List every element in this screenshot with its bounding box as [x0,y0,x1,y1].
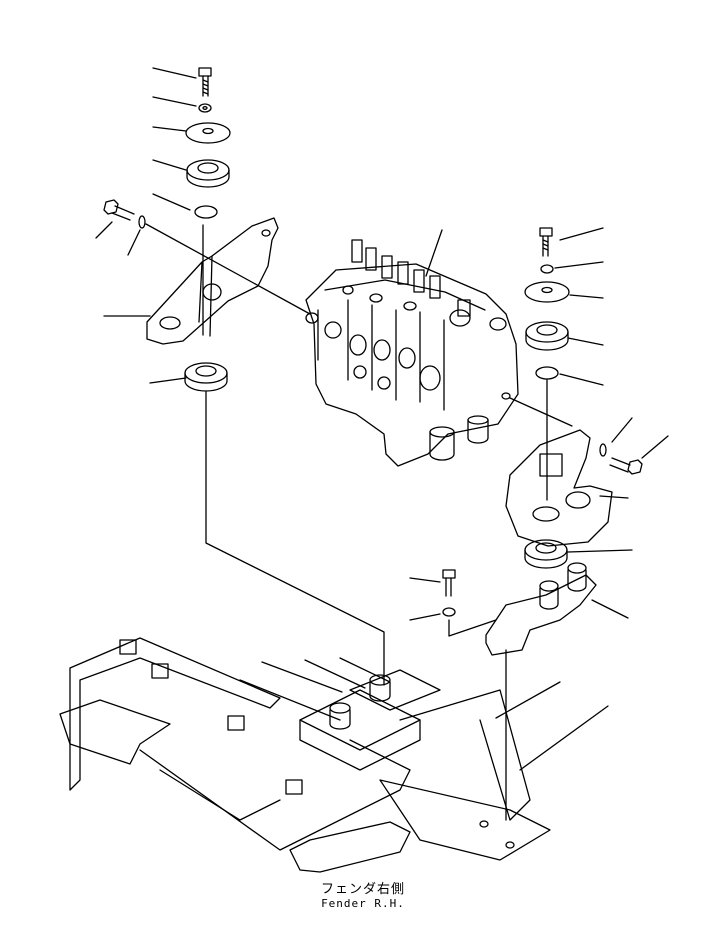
left-cushion-lower [149,362,385,686]
right-lock-washer [540,261,604,274]
right-bolt [539,227,604,257]
bracket-right [505,417,669,547]
right-plate [535,366,604,501]
caption-japanese: フェンダ右側 [320,882,405,897]
right-cushion [525,321,604,351]
caption-english: Fender R.H. [321,897,405,910]
left-washer [152,122,231,144]
right-washer [524,281,604,303]
left-cushion [152,159,230,188]
fender [59,637,609,873]
control-valve [305,229,573,467]
bracket-left-bolt [95,199,311,315]
left-plate [152,193,218,219]
mount-bracket [409,562,629,821]
right-cushion-lower [524,539,633,569]
bracket-left [103,217,279,345]
left-bolt [152,67,212,97]
left-lock-washer [152,96,212,113]
